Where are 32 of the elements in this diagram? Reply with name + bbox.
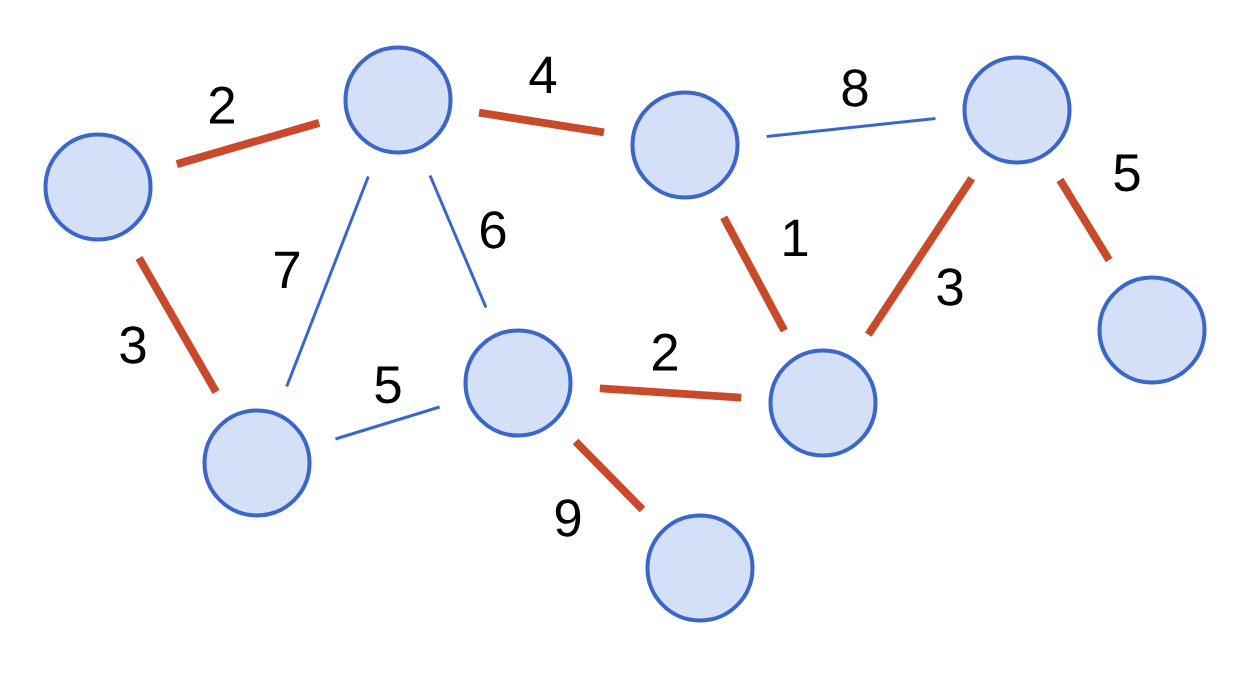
edge-line — [428, 174, 488, 309]
edge-label: 6 — [481, 211, 506, 249]
edge-line — [865, 176, 976, 337]
edge-line — [175, 119, 321, 168]
edge-label: 2 — [210, 86, 235, 124]
circle-node — [463, 328, 573, 438]
edge-line — [720, 215, 788, 333]
edge-line — [335, 405, 441, 441]
edge-label: 5 — [375, 366, 401, 404]
edge-line — [478, 108, 605, 137]
edge-label: 3 — [120, 326, 146, 364]
edge-line — [572, 438, 646, 513]
edge-label: 9 — [555, 499, 581, 537]
circle-node — [630, 90, 740, 200]
circle-node — [343, 45, 453, 155]
edge-label: 5 — [1114, 154, 1140, 192]
edge-label: 7 — [275, 251, 300, 289]
edge-line — [766, 117, 936, 138]
edge-label: 1 — [784, 219, 808, 257]
edge-line — [1056, 177, 1113, 263]
edge-label: 2 — [653, 333, 678, 371]
circle-node — [202, 408, 312, 518]
edge-label: 3 — [937, 268, 963, 306]
edge-label: 8 — [842, 69, 868, 107]
circle-node — [768, 348, 878, 458]
circle-node — [645, 513, 755, 623]
edge-line — [285, 175, 370, 388]
circle-node — [962, 55, 1072, 165]
circle-node — [43, 132, 153, 242]
edge-line — [135, 256, 220, 394]
circle-node — [1097, 275, 1207, 385]
edge-label: 4 — [529, 56, 557, 94]
